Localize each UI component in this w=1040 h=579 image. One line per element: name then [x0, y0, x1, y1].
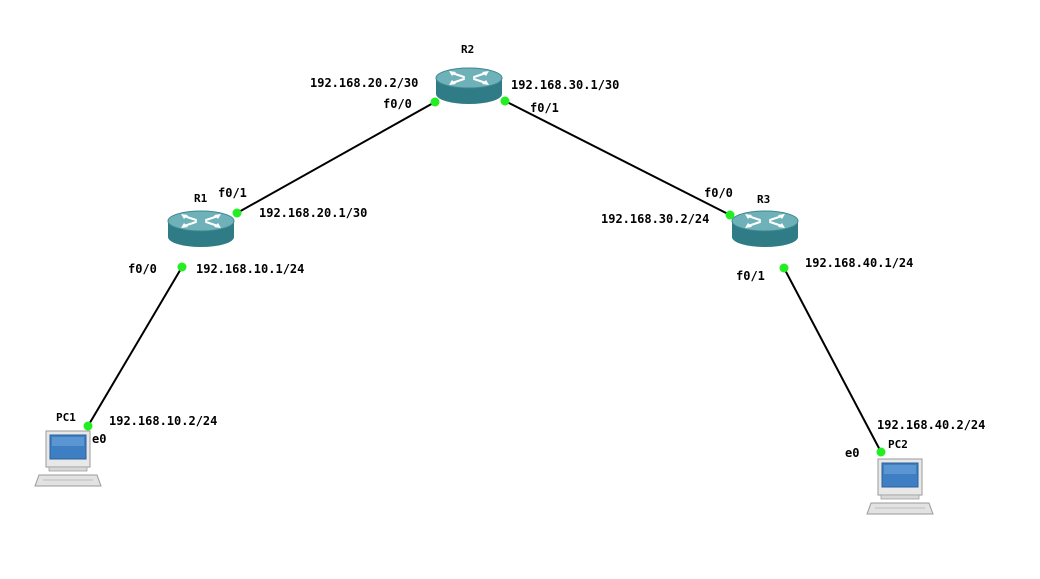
link-r1-pc1	[87, 266, 183, 427]
if-label-r3-f0-1: f0/1	[736, 269, 765, 283]
ip-label-r3-f0-1: 192.168.40.1/24	[805, 256, 914, 270]
pc2-icon[interactable]	[866, 458, 934, 515]
router-r1-icon[interactable]	[167, 210, 235, 248]
node-label-r1: R1	[194, 192, 208, 205]
if-label-r1-f0-1: f0/1	[218, 186, 247, 200]
if-label-r3-f0-0: f0/0	[704, 186, 733, 200]
if-label-r2-f0-1: f0/1	[530, 101, 559, 115]
port-pc2-e0	[876, 447, 886, 457]
port-r2-f0-1	[500, 96, 510, 106]
if-label-pc2-e0: e0	[845, 446, 860, 460]
node-label-r2: R2	[461, 43, 475, 56]
node-label-pc2: PC2	[888, 438, 908, 451]
port-pc1-e0	[83, 421, 93, 431]
port-r3-f0-1	[779, 263, 789, 273]
ip-label-r2-f0-0: 192.168.20.2/30	[310, 76, 419, 90]
ip-label-r2-f0-1: 192.168.30.1/30	[511, 78, 620, 92]
node-label-r3: R3	[757, 193, 771, 206]
ip-label-r1-f0-0: 192.168.10.1/24	[196, 262, 305, 276]
ip-label-pc2-e0: 192.168.40.2/24	[877, 418, 986, 432]
ip-label-r3-f0-0: 192.168.30.2/24	[601, 212, 710, 226]
link-r3-pc2	[783, 267, 882, 453]
ip-label-r1-f0-1: 192.168.20.1/30	[259, 206, 368, 220]
if-label-r1-f0-0: f0/0	[128, 262, 157, 276]
if-label-pc1-e0: e0	[92, 432, 107, 446]
port-r2-f0-0	[430, 97, 440, 107]
if-label-r2-f0-0: f0/0	[383, 97, 412, 111]
link-r2-r3	[504, 100, 731, 216]
node-label-pc1: PC1	[56, 411, 76, 424]
link-r2-r1	[236, 101, 436, 214]
port-r1-f0-0	[177, 262, 187, 272]
ip-label-pc1-e0: 192.168.10.2/24	[109, 414, 218, 428]
router-r3-icon[interactable]	[731, 210, 799, 248]
port-r3-f0-0	[725, 210, 735, 220]
port-r1-f0-1	[232, 208, 242, 218]
router-r2-icon[interactable]	[435, 67, 503, 105]
